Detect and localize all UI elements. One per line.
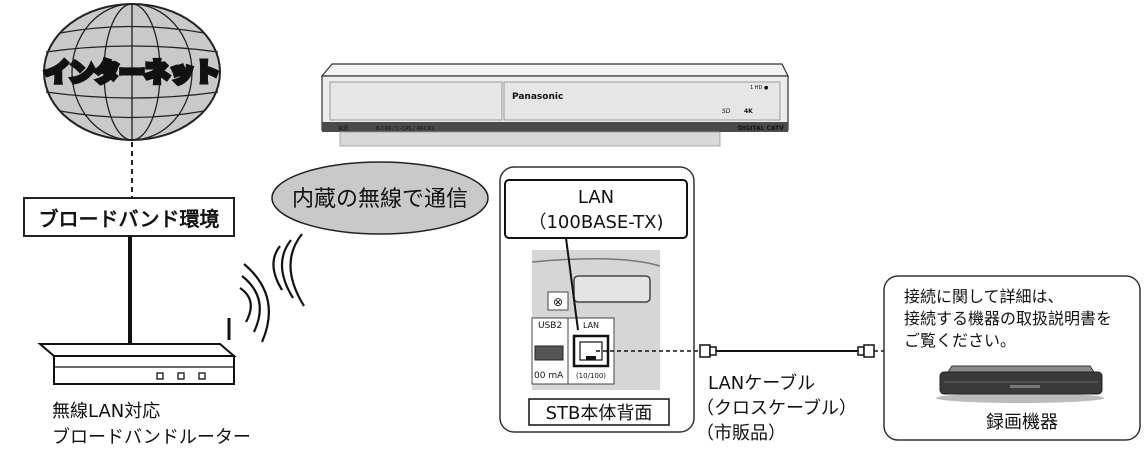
stb-front-unit: Panasonic 1 HD ● 4K SD 電源 B-CAS / C-CAS … bbox=[320, 63, 789, 147]
wireless-bubble: 内蔵の無線で通信 bbox=[271, 161, 489, 235]
recorder-note-line1: 接続に関して詳細は、 bbox=[904, 287, 1064, 306]
recorder-note-line2: 接続する機器の取扱説明書を bbox=[904, 309, 1112, 328]
lan-cable-label-line1: LANケーブル bbox=[708, 372, 815, 394]
stb-mode-label: 4K bbox=[744, 108, 753, 115]
router-label-line2: ブロードバンドルーター bbox=[52, 426, 251, 448]
lan-cable-label-line2: （クロスケーブル） bbox=[696, 397, 857, 419]
recorder-label: 録画機器 bbox=[986, 412, 1058, 433]
stb-sd-label: SD bbox=[722, 108, 731, 115]
stb-back-callout: ⊗ USB2 00 mA LAN (10/100) LAN （100BASE-T… bbox=[499, 166, 695, 433]
lan-callout-spec: （100BASE-TX) bbox=[528, 212, 663, 233]
router: 無線LAN対応 ブロードバンドルーター bbox=[37, 318, 251, 448]
lan-port-speed-label: (10/100) bbox=[576, 372, 606, 380]
stb-tuner-label: B-CAS / C-CAS / 4K-CAS bbox=[376, 126, 434, 132]
stb-power-label: 電源 bbox=[338, 125, 348, 132]
internet-label: インターネット bbox=[44, 58, 219, 87]
broadband-label: ブロードバンド環境 bbox=[39, 207, 220, 231]
recorder-device-icon bbox=[936, 365, 1104, 403]
screw-icon: ⊗ bbox=[553, 295, 563, 309]
recorder-box: 接続に関して詳細は、 接続する機器の取扱説明書を ご覧ください。 録画機器 bbox=[883, 275, 1141, 441]
lan-plug-right-icon bbox=[857, 344, 875, 358]
broadband-box: ブロードバンド環境 bbox=[23, 197, 235, 237]
lan-callout-title: LAN bbox=[578, 187, 614, 208]
stb-back-panel-label: STB本体背面 bbox=[546, 403, 653, 424]
stb-indicator-label: 1 HD ● bbox=[750, 85, 769, 91]
router-label-line1: 無線LAN対応 bbox=[52, 401, 160, 422]
usb-current-label: 00 mA bbox=[534, 371, 564, 381]
usb-port-label: USB2 bbox=[538, 321, 562, 331]
lan-callout-leader bbox=[565, 237, 579, 331]
lan-cable: LANケーブル （クロスケーブル） （市販品） bbox=[596, 344, 886, 444]
lan-port-icon bbox=[572, 334, 610, 368]
lan-cable-label-line3: （市販品） bbox=[696, 423, 786, 444]
stb-digital-label: DIGITAL CATV bbox=[738, 125, 784, 132]
wifi-waves-icon bbox=[239, 233, 305, 343]
wireless-label: 内蔵の無線で通信 bbox=[292, 187, 468, 212]
stb-brand-logo: Panasonic bbox=[512, 92, 563, 102]
recorder-note-line3: ご覧ください。 bbox=[904, 331, 1016, 350]
lan-port-label: LAN bbox=[583, 321, 599, 330]
internet-globe: インターネット bbox=[42, 3, 222, 141]
lan-plug-left-icon bbox=[699, 344, 717, 358]
